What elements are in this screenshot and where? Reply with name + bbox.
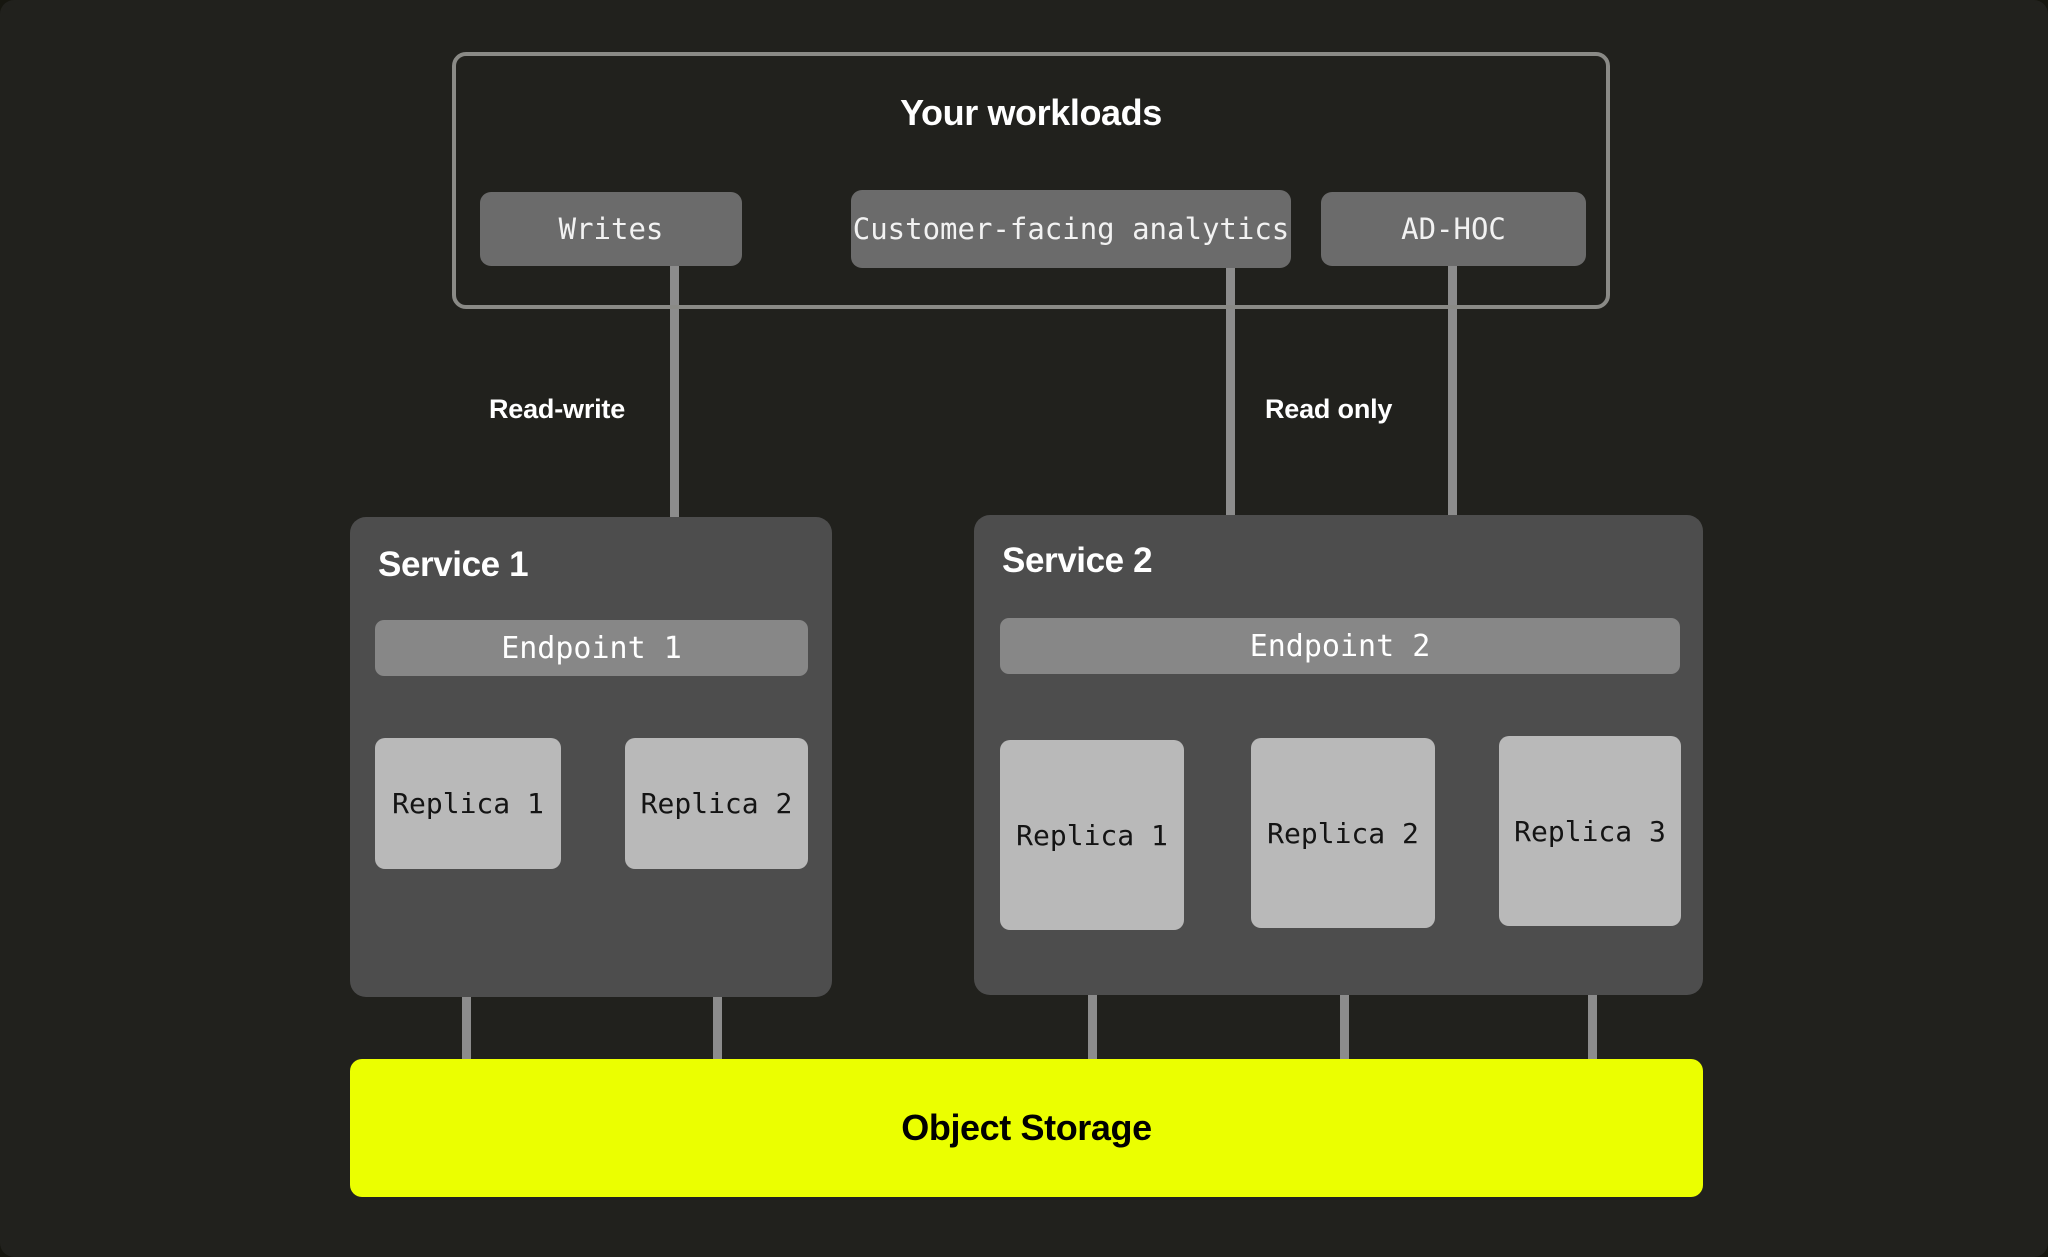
workload-chip-writes[interactable]: Writes — [480, 192, 742, 266]
service-1-title: Service 1 — [378, 545, 529, 584]
service-2-replica-1[interactable]: Replica 1 — [1000, 740, 1184, 930]
service-2-title: Service 2 — [1002, 541, 1153, 580]
edge-label-read-write: Read-write — [489, 394, 626, 424]
workloads-panel: Your workloads — [452, 52, 1610, 309]
edge-label-read-only: Read only — [1265, 394, 1393, 424]
connector-writes-to-endpoint1 — [670, 266, 679, 576]
object-storage-bar[interactable]: Object Storage — [350, 1059, 1703, 1197]
connector-adhoc-to-endpoint2 — [1448, 266, 1457, 578]
service-2-replica-3[interactable]: Replica 3 — [1499, 736, 1681, 926]
workloads-title: Your workloads — [900, 92, 1162, 133]
object-storage-label: Object Storage — [901, 1107, 1152, 1148]
service-1-replica-1[interactable]: Replica 1 — [375, 738, 561, 869]
endpoint-1[interactable]: Endpoint 1 — [375, 620, 808, 676]
service-2-replica-2[interactable]: Replica 2 — [1251, 738, 1435, 928]
service-1-replica-2[interactable]: Replica 2 — [625, 738, 808, 869]
workload-chip-customer-facing-analytics[interactable]: Customer-facing analytics — [851, 190, 1291, 268]
endpoint-2[interactable]: Endpoint 2 — [1000, 618, 1680, 674]
connector-analytics-to-endpoint2 — [1226, 266, 1235, 578]
workload-chip-ad-hoc[interactable]: AD-HOC — [1321, 192, 1586, 266]
